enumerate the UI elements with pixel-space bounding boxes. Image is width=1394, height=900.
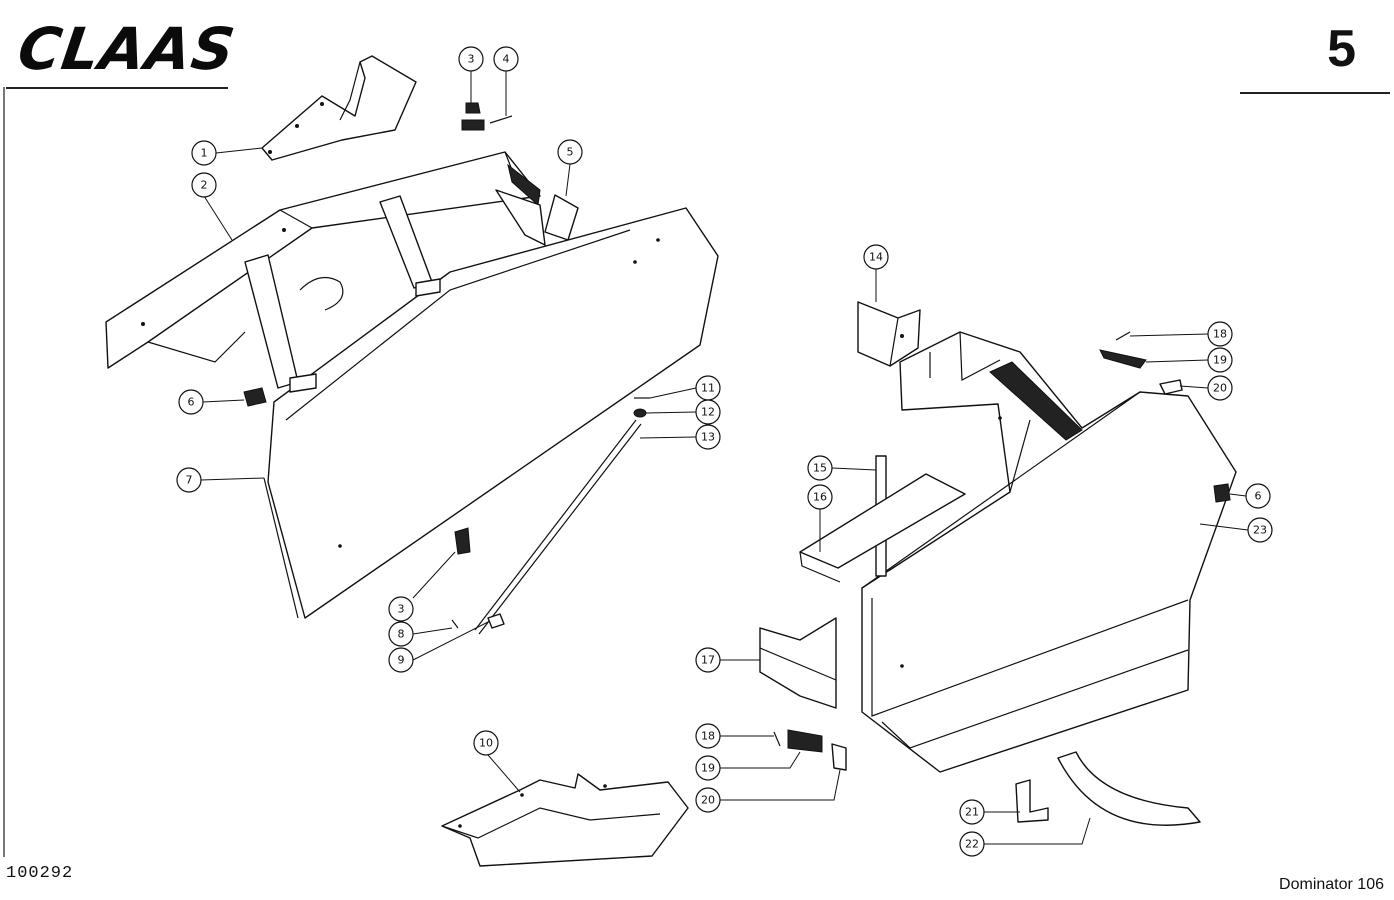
svg-text:3: 3	[398, 603, 405, 616]
part-18-19-20-hardware-upper	[1099, 331, 1183, 395]
svg-text:3: 3	[468, 53, 475, 66]
callout-8: 8	[388, 621, 414, 647]
svg-text:6: 6	[188, 396, 195, 409]
callout-11: 11	[695, 375, 721, 401]
svg-text:4: 4	[503, 53, 510, 66]
svg-text:15: 15	[813, 462, 827, 475]
callout-13: 13	[695, 424, 721, 450]
callout-6: 6	[178, 389, 204, 415]
svg-text:19: 19	[1213, 354, 1227, 367]
part-17-angle-plate	[759, 617, 837, 709]
header-rule-left	[6, 87, 228, 89]
part-6-clip-left	[243, 387, 267, 407]
callout-20-lower: 20	[695, 787, 721, 813]
svg-text:18: 18	[701, 730, 715, 743]
callout-16: 16	[807, 484, 833, 510]
callout-3: 3	[458, 46, 484, 72]
callout-23: 23	[1247, 517, 1273, 543]
svg-text:23: 23	[1253, 524, 1267, 537]
svg-text:8: 8	[398, 628, 405, 641]
svg-text:6: 6	[1255, 490, 1262, 503]
callout-5: 5	[557, 139, 583, 165]
svg-text:18: 18	[1213, 328, 1227, 341]
callout-19-upper: 19	[1207, 347, 1233, 373]
callout-12: 12	[695, 399, 721, 425]
part-1-bracket	[261, 55, 417, 161]
callout-3-lower: 3	[388, 596, 414, 622]
svg-text:2: 2	[201, 179, 208, 192]
part-3-4-fasteners	[461, 102, 513, 131]
callout-4: 4	[493, 46, 519, 72]
header-rule-right	[1240, 92, 1390, 94]
svg-text:12: 12	[701, 406, 715, 419]
svg-text:21: 21	[965, 806, 979, 819]
part-7-side-panel	[244, 195, 719, 619]
callout-18-upper: 18	[1207, 321, 1233, 347]
part-21-bracket	[1015, 779, 1049, 823]
part-5-plate	[544, 194, 579, 241]
svg-text:22: 22	[965, 838, 979, 851]
callout-21: 21	[959, 799, 985, 825]
callout-7: 7	[176, 467, 202, 493]
svg-text:14: 14	[869, 251, 883, 264]
part-13-rod	[474, 397, 650, 635]
callout-20-upper: 20	[1207, 375, 1233, 401]
part-10-cover	[441, 773, 689, 867]
part-3-8-9-hardware	[451, 527, 505, 629]
svg-text:16: 16	[813, 491, 827, 504]
svg-text:13: 13	[701, 431, 715, 444]
callout-17: 17	[695, 647, 721, 673]
part-6-clip-right	[1213, 483, 1231, 503]
svg-text:5: 5	[567, 146, 574, 159]
svg-text:17: 17	[701, 654, 715, 667]
frame-rule-left	[3, 87, 5, 857]
callout-14: 14	[863, 244, 889, 270]
callout-22: 22	[959, 831, 985, 857]
part-14-bracket	[857, 301, 921, 367]
callout-1: 1	[191, 140, 217, 166]
callout-2: 2	[191, 172, 217, 198]
callout-10: 10	[473, 730, 499, 756]
svg-text:20: 20	[701, 794, 715, 807]
svg-text:19: 19	[701, 762, 715, 775]
document-number: 100292	[6, 864, 74, 883]
svg-text:7: 7	[186, 474, 193, 487]
part-22-curved-guide	[1057, 751, 1201, 826]
callout-15: 15	[807, 455, 833, 481]
part-23-side-panel	[861, 331, 1237, 773]
callout-6-right: 6	[1245, 483, 1271, 509]
leader-lines	[200, 71, 1249, 845]
svg-text:11: 11	[701, 382, 715, 395]
svg-text:1: 1	[201, 147, 208, 160]
part-15-16-shelf	[799, 455, 966, 583]
part-18-19-20-hardware-lower	[773, 729, 847, 771]
svg-text:20: 20	[1213, 382, 1227, 395]
page-number: 5	[1327, 20, 1356, 78]
callout-9: 9	[388, 647, 414, 673]
callout-18-lower: 18	[695, 723, 721, 749]
svg-text:10: 10	[479, 737, 493, 750]
svg-text:9: 9	[398, 654, 405, 667]
part-2-upper-frame	[105, 151, 546, 369]
callout-19-lower: 19	[695, 755, 721, 781]
model-name: Dominator 106	[1279, 876, 1384, 893]
